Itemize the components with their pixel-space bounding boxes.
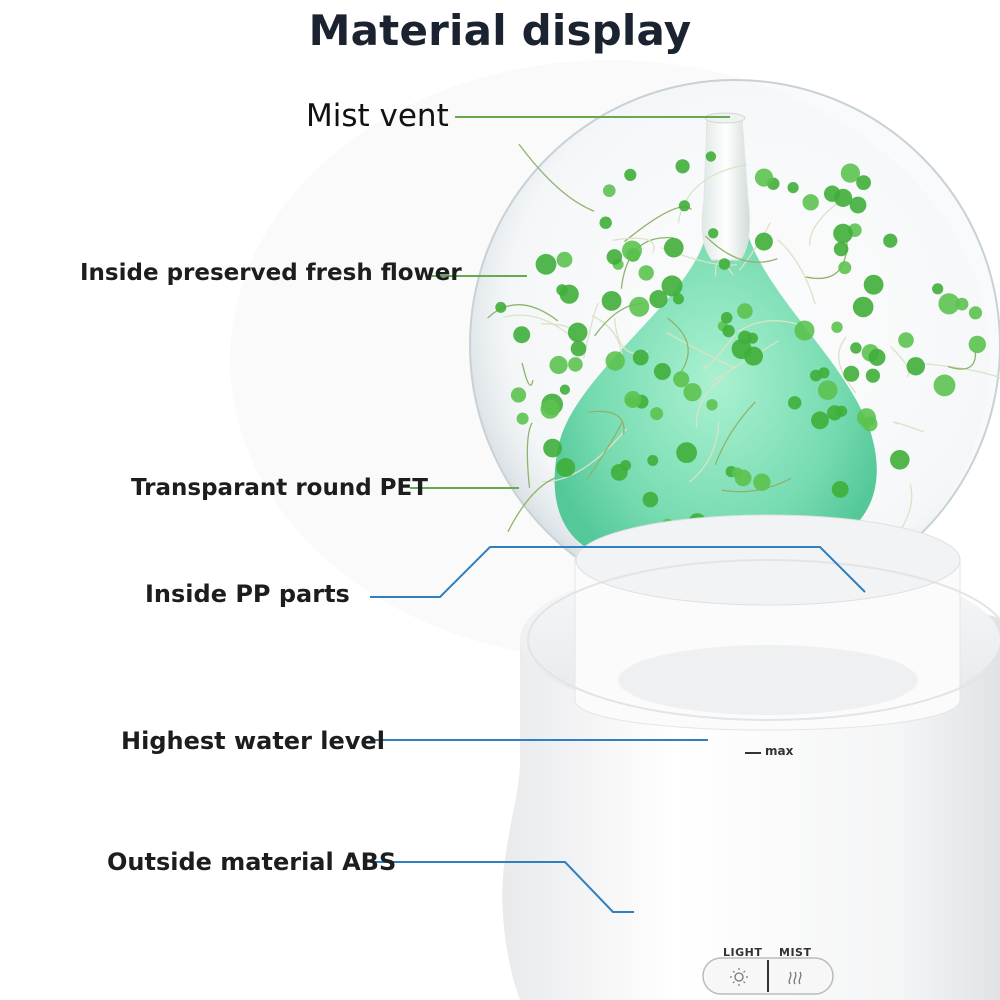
page-title: Material display xyxy=(308,6,692,55)
label-inside-flower: Inside preserved fresh flower xyxy=(80,260,462,286)
preserved-flowers xyxy=(487,143,1000,548)
leader-lines-blue xyxy=(370,546,866,913)
max-mark-label: max xyxy=(765,744,794,758)
abs-base xyxy=(502,514,1000,1000)
light-button-label: LIGHT xyxy=(723,946,763,959)
label-water-level: Highest water level xyxy=(121,727,385,755)
control-panel xyxy=(702,957,834,995)
mist-button-label: MIST xyxy=(779,946,812,959)
label-round-pet: Transparant round PET xyxy=(131,475,428,501)
light-button[interactable] xyxy=(705,960,767,992)
steam-icon xyxy=(788,971,802,985)
label-outside-abs: Outside material ABS xyxy=(107,848,397,876)
label-inside-pp: Inside PP parts xyxy=(145,580,350,608)
leader-lines-green xyxy=(410,116,730,489)
mist-button[interactable] xyxy=(770,960,832,992)
max-mark-line xyxy=(745,752,761,754)
sun-icon xyxy=(730,968,748,986)
label-mist-vent: Mist vent xyxy=(306,98,449,134)
